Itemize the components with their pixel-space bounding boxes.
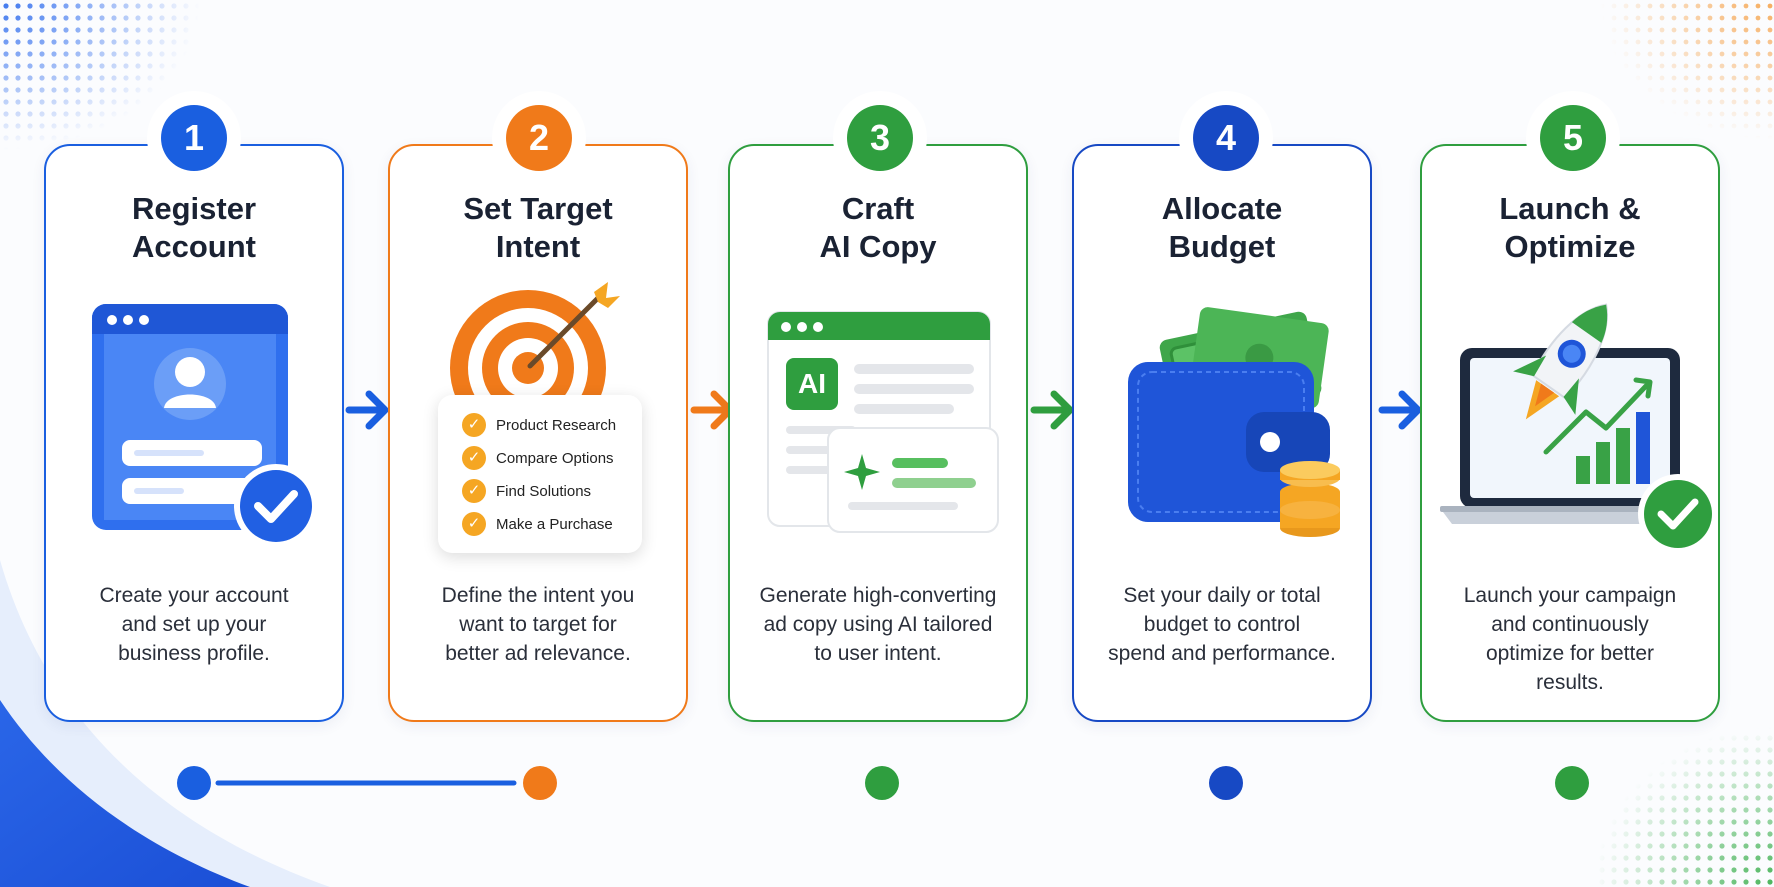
flow-arrow-icon: [1030, 390, 1074, 430]
timeline-node: [1555, 766, 1589, 800]
step-title-line: Craft: [841, 191, 915, 226]
checkmark-icon: ✓: [462, 479, 486, 503]
step-description: Launch your campaign and continuously op…: [1440, 581, 1700, 697]
step-title: Launch & Optimize: [1422, 190, 1718, 266]
step-title-line: AI Copy: [819, 229, 937, 264]
desc-line: and set up your: [121, 613, 267, 636]
desc-line: optimize for better: [1485, 642, 1655, 665]
step-description: Create your account and set up your busi…: [64, 581, 324, 668]
step-title-line: Allocate: [1161, 191, 1283, 226]
step-number-badge-3: 3: [847, 105, 913, 171]
timeline-node: [523, 766, 557, 800]
desc-line: ad copy using AI tailored: [763, 613, 993, 636]
desc-line: want to target for: [459, 613, 617, 636]
step-title-line: Optimize: [1504, 229, 1636, 264]
desc-line: to user intent.: [814, 642, 942, 665]
desc-line: spend and performance.: [1108, 642, 1336, 665]
desc-line: Launch your campaign: [1463, 584, 1677, 607]
flow-arrow-icon: [345, 390, 389, 430]
checklist-label: Make a Purchase: [496, 515, 613, 533]
checkmark-icon: ✓: [462, 512, 486, 536]
checklist-item: ✓ Product Research: [462, 413, 616, 437]
step-title-line: Intent: [495, 229, 581, 264]
step-title: Allocate Budget: [1074, 190, 1370, 266]
desc-line: better ad relevance.: [445, 642, 631, 665]
step-title-line: Launch &: [1499, 191, 1641, 226]
profile-window-icon: [92, 304, 318, 548]
step-number-badge-1: 1: [161, 105, 227, 171]
checklist-item: ✓ Find Solutions: [462, 479, 591, 503]
desc-line: Generate high-converting: [759, 584, 997, 607]
step-title-line: Budget: [1168, 229, 1276, 264]
checklist-label: Compare Options: [496, 449, 614, 467]
checklist-item: ✓ Make a Purchase: [462, 512, 613, 536]
checkmark-icon: ✓: [462, 446, 486, 470]
checklist-label: Find Solutions: [496, 482, 592, 500]
flow-arrow-icon: [1378, 390, 1422, 430]
wallet-cash-icon: [1128, 307, 1340, 537]
step-description: Generate high-converting ad copy using A…: [748, 581, 1008, 668]
step-description: Set your daily or total budget to contro…: [1092, 581, 1352, 668]
desc-line: Define the intent you: [441, 584, 635, 607]
checklist-item: ✓ Compare Options: [462, 446, 614, 470]
step-title: Set Target Intent: [390, 190, 686, 266]
desc-line: budget to control: [1143, 613, 1301, 636]
step-number-badge-2: 2: [506, 105, 572, 171]
desc-line: results.: [1536, 671, 1604, 694]
step-description: Define the intent you want to target for…: [408, 581, 668, 668]
ai-label: AI: [798, 368, 826, 399]
desc-line: business profile.: [118, 642, 270, 665]
progress-timeline: [177, 766, 1589, 800]
step-title-line: Register: [131, 191, 257, 226]
step-title: Craft AI Copy: [730, 190, 1026, 266]
step-title-line: Account: [132, 229, 256, 264]
ai-document-icon: [767, 311, 999, 533]
rocket-laptop-icon: [1440, 303, 1716, 552]
step-number-badge-5: 5: [1540, 105, 1606, 171]
timeline-node: [1209, 766, 1243, 800]
target-arrow-icon: [450, 282, 620, 408]
step-title: Register Account: [46, 190, 342, 266]
timeline-node: [177, 766, 211, 800]
timeline-node: [865, 766, 899, 800]
step-number-badge-4: 4: [1193, 105, 1259, 171]
step-title-line: Set Target: [463, 191, 613, 226]
intent-checklist: ✓ Product Research ✓ Compare Options ✓ F…: [438, 395, 642, 553]
desc-line: Create your account: [99, 584, 289, 607]
desc-line: and continuously: [1491, 613, 1649, 636]
checkmark-icon: ✓: [462, 413, 486, 437]
checklist-label: Product Research: [496, 416, 617, 434]
desc-line: Set your daily or total: [1123, 584, 1321, 607]
